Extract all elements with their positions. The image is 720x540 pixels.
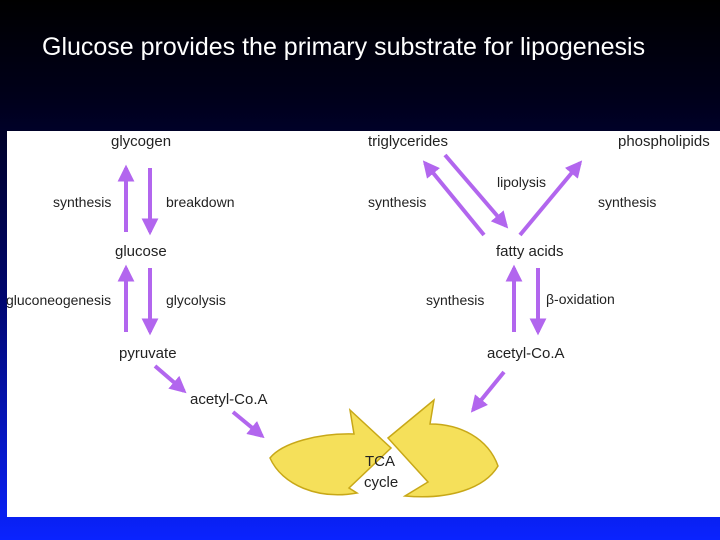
arrow-lipolysis	[443, 153, 509, 229]
tca-right-arc-arrow	[386, 398, 499, 498]
label-glycogen: glycogen	[111, 133, 171, 150]
label-tca: TCA	[365, 453, 395, 470]
label-lipolysis: lipolysis	[497, 174, 546, 190]
reaction-arrows	[117, 153, 583, 439]
label-fatty-acids: fatty acids	[496, 243, 564, 260]
label-synthesis-phospholipids: synthesis	[598, 194, 656, 210]
label-gluconeogenesis: gluconeogenesis	[6, 292, 111, 308]
arrow-pyruvate-to-acetylcoa	[153, 364, 187, 394]
label-cycle: cycle	[364, 474, 398, 491]
label-synthesis-triglycerides: synthesis	[368, 194, 426, 210]
arrow-acetylcoa-to-tca	[231, 410, 265, 439]
label-acetyl-coa-left: acetyl-Co.A	[190, 391, 268, 408]
label-synthesis-fatty-acids: synthesis	[426, 292, 484, 308]
label-beta-oxidation: β-oxidation	[546, 291, 615, 307]
diagram-labels: glycogen synthesis breakdown glucose glu…	[6, 133, 710, 491]
label-acetyl-coa-right: acetyl-Co.A	[487, 345, 565, 362]
label-glucose: glucose	[115, 243, 167, 260]
arrow-tg-synthesis	[422, 160, 486, 237]
slide-title: Glucose provides the primary substrate f…	[42, 33, 646, 61]
arrow-acetylcoa-right-to-tca	[470, 370, 506, 413]
label-phospholipids: phospholipids	[618, 133, 710, 150]
tca-cycle-graphic	[269, 398, 499, 498]
label-glycolysis: glycolysis	[166, 292, 226, 308]
label-breakdown: breakdown	[166, 194, 235, 210]
label-pyruvate: pyruvate	[119, 345, 177, 362]
label-triglycerides: triglycerides	[368, 133, 448, 150]
tca-left-arc-arrow	[269, 407, 393, 496]
label-synthesis-glycogen: synthesis	[53, 194, 111, 210]
arrow-pl-synthesis	[518, 160, 583, 237]
